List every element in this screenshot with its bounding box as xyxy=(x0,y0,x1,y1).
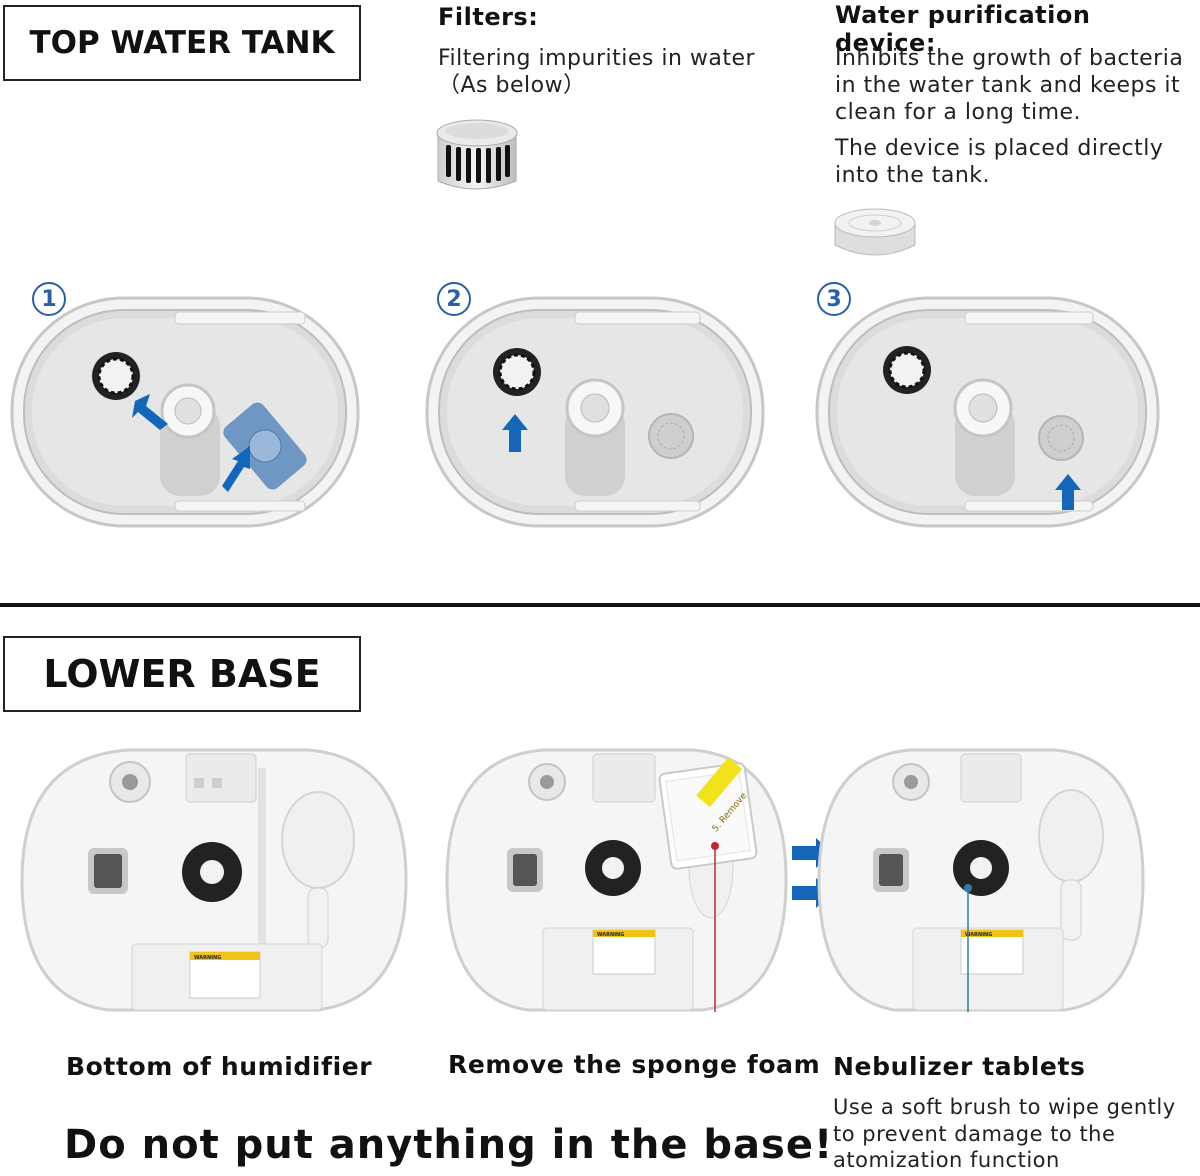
humidifier-base-sponge-image: 5. Remove WARNING xyxy=(445,748,788,1012)
caption-remove-sponge: Remove the sponge foam xyxy=(448,1050,821,1079)
sponge-pointer-line xyxy=(711,842,719,1012)
warning-label-1: WARNING xyxy=(194,955,221,961)
water-tank-step-3-image xyxy=(815,296,1160,528)
purifier-heading: Water purification device: xyxy=(835,1,1091,57)
humidifier-base-bottom-image: WARNING xyxy=(20,748,408,1012)
purifier-line-5: into the tank. xyxy=(835,163,991,188)
filters-line-1: Filtering impurities in water xyxy=(438,46,756,71)
base-warning-message: Do not put anything in the base! xyxy=(64,1122,834,1168)
caption-bottom-of-humidifier: Bottom of humidifier xyxy=(66,1052,373,1081)
section-divider xyxy=(0,603,1200,607)
step-1-badge: 1 xyxy=(32,282,66,316)
purifier-line-1: Inhibits the growth of bacteria xyxy=(835,46,1184,71)
lower-base-title: LOWER BASE xyxy=(3,636,361,712)
filter-cartridge-image xyxy=(436,119,518,190)
filters-line-2: （As below） xyxy=(438,73,586,98)
nebulizer-desc-line-2: to prevent damage to the xyxy=(833,1122,1116,1146)
nebulizer-desc-line-1: Use a soft brush to wipe gently xyxy=(833,1095,1176,1119)
top-water-tank-title: TOP WATER TANK xyxy=(3,5,361,81)
top-water-tank-title-text: TOP WATER TANK xyxy=(29,25,335,61)
purifier-line-3: clean for a long time. xyxy=(835,100,1082,125)
water-tank-step-1-image xyxy=(10,296,360,528)
humidifier-base-nebulizer-image: WARNING xyxy=(817,748,1145,1012)
warning-label-3: WARNING xyxy=(965,932,992,938)
nebulizer-pointer-line xyxy=(964,884,972,1012)
filters-heading: Filters: xyxy=(438,3,539,31)
nebulizer-desc-line-3: atomization function xyxy=(833,1148,1060,1172)
lower-base-title-text: LOWER BASE xyxy=(43,652,321,696)
water-tank-step-2-image xyxy=(425,296,765,528)
purifier-line-4: The device is placed directly xyxy=(835,136,1164,161)
caption-nebulizer-tablets: Nebulizer tablets xyxy=(833,1052,1086,1081)
purifier-line-2: in the water tank and keeps it xyxy=(835,73,1181,98)
step-2-badge: 2 xyxy=(437,282,471,316)
warning-label-2: WARNING xyxy=(597,932,624,938)
purification-device-image xyxy=(834,208,916,256)
step-3-badge: 3 xyxy=(817,282,851,316)
